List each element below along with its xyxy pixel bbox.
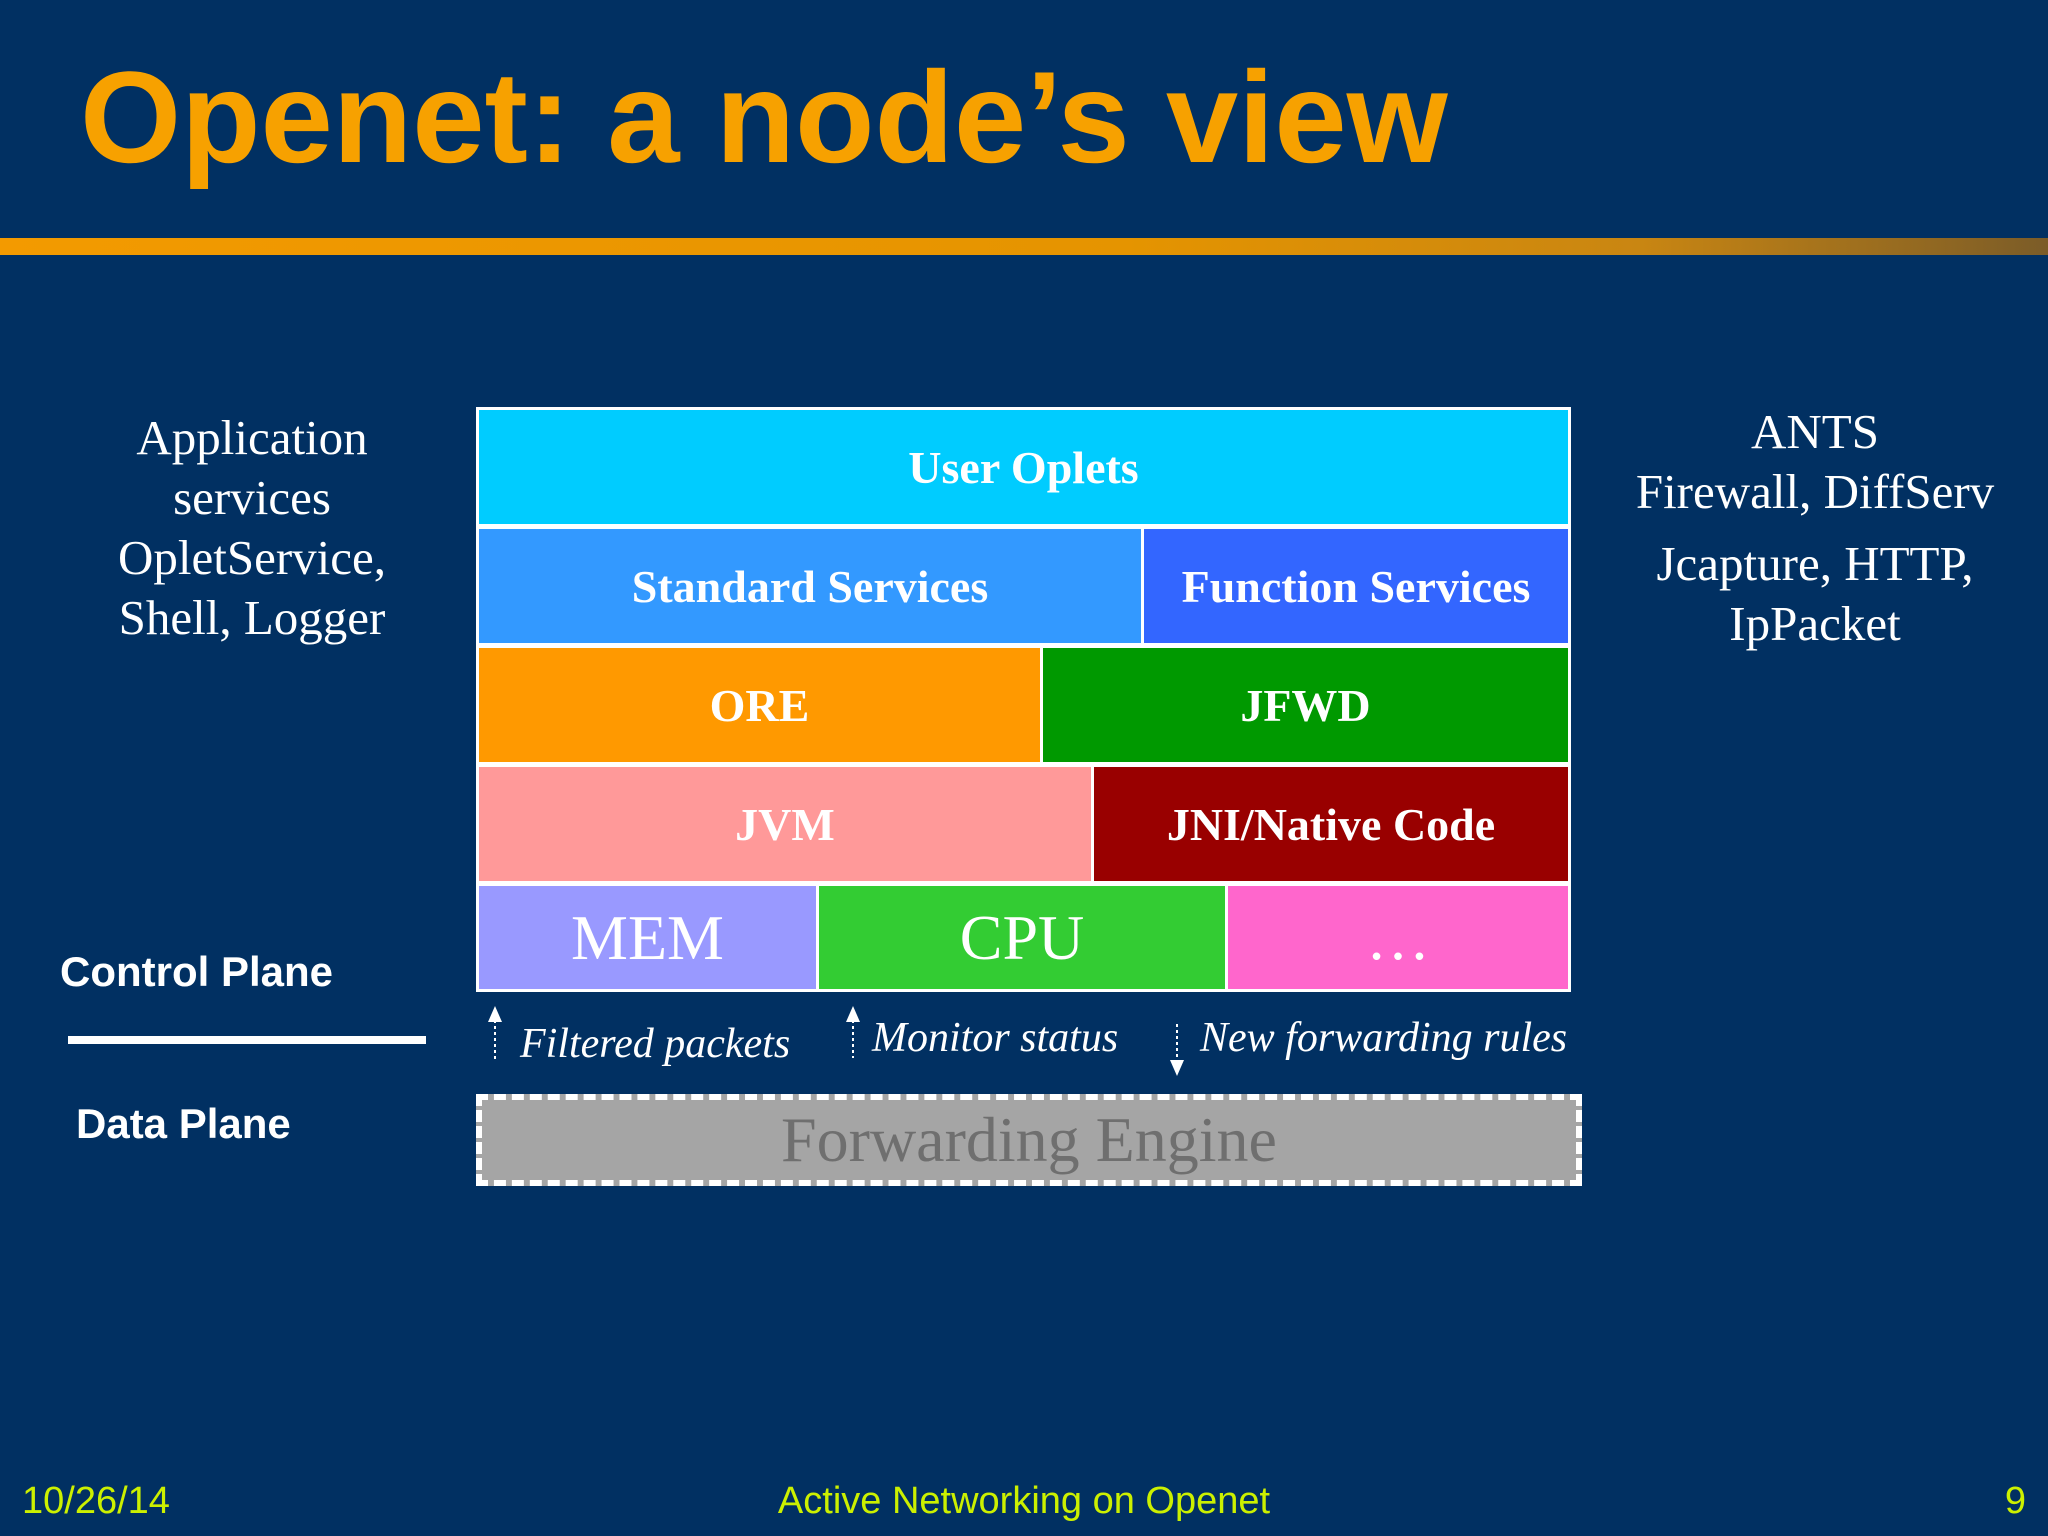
monitor-status-label: Monitor status xyxy=(872,1015,1119,1061)
slide-title: Openet: a node’s view xyxy=(80,44,1448,190)
left-services-line: services xyxy=(173,470,331,525)
mem-label: MEM xyxy=(571,901,724,973)
left-services: Application services OpletService, Shell… xyxy=(72,408,432,648)
jvm-label: JVM xyxy=(735,798,835,850)
left-services-line: OpletService, xyxy=(117,530,387,585)
page-number: 9 xyxy=(2004,1480,2026,1522)
mem-resource: MEM xyxy=(479,886,816,989)
right-services-line: Jcapture, HTTP, xyxy=(1656,536,1974,591)
up-arrow-icon xyxy=(488,1006,502,1062)
footer-title: Active Networking on Openet xyxy=(777,1480,1271,1522)
right-services-line: Firewall, DiffServ xyxy=(1635,464,1995,519)
forwarding-engine-label: Forwarding Engine xyxy=(781,1104,1277,1175)
title-underline xyxy=(0,238,2048,255)
down-arrow-icon xyxy=(1170,1024,1184,1076)
cpu-label: CPU xyxy=(959,901,1085,973)
ore-layer: ORE xyxy=(479,648,1040,762)
right-services: ANTS Firewall, DiffServ Jcapture, HTTP, … xyxy=(1600,402,2030,654)
filtered-packets-label: Filtered packets xyxy=(520,1021,791,1067)
layer-stack: User Oplets Standard Services Function S… xyxy=(476,407,1571,992)
jvm-layer: JVM xyxy=(479,767,1091,881)
up-arrow-icon xyxy=(846,1006,860,1058)
function-services-label: Function Services xyxy=(1181,560,1531,612)
plane-divider xyxy=(68,1036,426,1044)
other-resource: … xyxy=(1228,886,1568,989)
right-services-line: IpPacket xyxy=(1729,596,1901,651)
right-services-line: ANTS xyxy=(1751,404,1879,459)
left-services-line: Shell, Logger xyxy=(118,590,386,645)
control-plane-label: Control Plane xyxy=(60,948,334,995)
jni-native-code-label: JNI/Native Code xyxy=(1166,798,1496,850)
jni-native-code-layer: JNI/Native Code xyxy=(1094,767,1568,881)
jfwd-label: JFWD xyxy=(1240,679,1371,731)
standard-services-layer: Standard Services xyxy=(479,529,1141,643)
footer-date: 10/26/14 xyxy=(22,1480,170,1522)
standard-services-label: Standard Services xyxy=(631,560,989,612)
left-services-line: Application xyxy=(136,410,368,465)
function-services-layer: Function Services xyxy=(1144,529,1568,643)
new-forwarding-rules-label: New forwarding rules xyxy=(1200,1015,1568,1061)
jfwd-layer: JFWD xyxy=(1043,648,1568,762)
user-oplets-label: User Oplets xyxy=(908,441,1139,493)
cpu-resource: CPU xyxy=(819,886,1225,989)
data-plane-label: Data Plane xyxy=(76,1100,291,1147)
user-oplets-layer: User Oplets xyxy=(479,410,1568,524)
ore-label: ORE xyxy=(709,679,810,731)
forwarding-engine-box: Forwarding Engine xyxy=(476,1094,1582,1186)
ellipsis-label: … xyxy=(1366,901,1430,973)
